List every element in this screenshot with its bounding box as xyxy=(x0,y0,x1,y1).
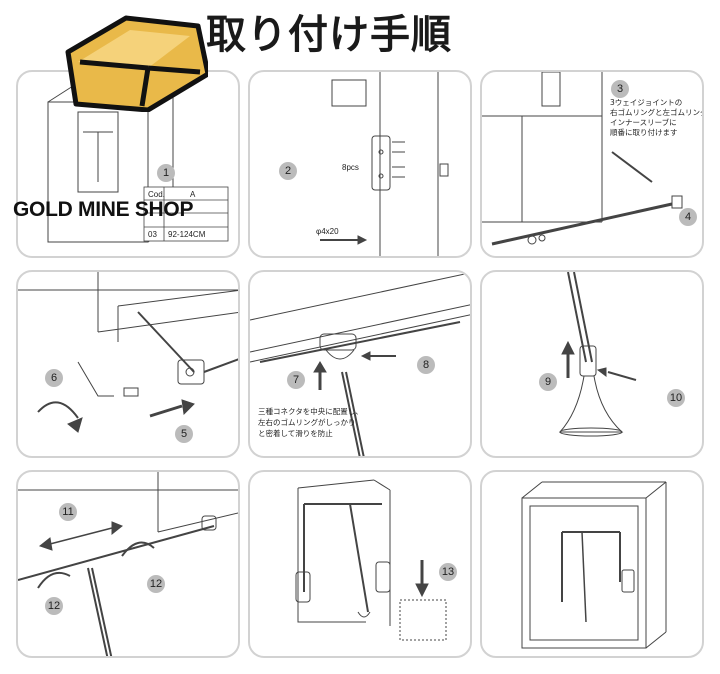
step-4-number: 4 xyxy=(685,211,691,223)
step-2-number: 2 xyxy=(285,165,291,177)
completed-panel xyxy=(480,470,704,658)
step-5-number: 5 xyxy=(181,428,187,440)
spec-row-code: 03 xyxy=(148,230,157,239)
step-9-number: 9 xyxy=(545,376,551,388)
step-3-note-line-3: インナースリーブに xyxy=(610,117,677,127)
step-3-4-panel: 3 4 3ウェイジョイントの 右ゴムリングと左ゴムリングを インナースリーブに … xyxy=(480,70,704,258)
step-11-12-illustration: 11 12 12 xyxy=(18,472,238,656)
step-13-panel: 13 xyxy=(248,470,472,658)
step-5-6-panel: 6 5 xyxy=(16,270,240,458)
spec-header-a: A xyxy=(190,190,196,199)
step-5-6-illustration: 6 5 xyxy=(18,272,238,443)
step-3-4-illustration: 3 4 3ウェイジョイントの 右ゴムリングと左ゴムリングを インナースリーブに … xyxy=(482,72,704,246)
screw-count: 8pcs xyxy=(342,163,359,172)
step-3-note-line-1: 3ウェイジョイントの xyxy=(610,98,682,107)
screw-size: φ4x20 xyxy=(316,227,339,236)
step-2-panel: 2 8pcs φ4x20 xyxy=(248,70,472,258)
step-11-number: 11 xyxy=(62,506,73,518)
step-7-note-line-1: 三種コネクタを中央に配置し、 xyxy=(258,406,363,416)
brand-logo xyxy=(65,15,208,112)
step-13-illustration: 13 xyxy=(295,479,457,641)
step-7-note-line-2: 左右のゴムリングがしっかり xyxy=(258,417,356,427)
completed-illustration xyxy=(521,481,667,649)
step-12-number-left: 12 xyxy=(48,600,60,612)
brand-name: GOLD MINE SHOP xyxy=(13,198,194,221)
step-3-number: 3 xyxy=(617,83,623,95)
step-3-note-line-2: 右ゴムリングと左ゴムリングを xyxy=(610,107,704,117)
step-7-note-line-3: と密着して滑りを防止 xyxy=(258,428,333,438)
page-title: 取り付け手順 xyxy=(206,12,452,58)
step-2-illustration: 2 8pcs φ4x20 xyxy=(279,72,449,256)
step-9-10-panel: 9 10 xyxy=(480,270,704,458)
step-12-number-right: 12 xyxy=(150,578,162,590)
step-13-number: 13 xyxy=(442,566,454,578)
step-9-10-illustration: 9 10 xyxy=(539,272,685,437)
step-6-number: 6 xyxy=(51,372,57,384)
step-7-number: 7 xyxy=(293,374,299,386)
step-10-number: 10 xyxy=(670,392,682,404)
step-3-note-line-4: 順番に取り付けます xyxy=(610,127,678,137)
step-8-number: 8 xyxy=(423,359,429,371)
step-1-number: 1 xyxy=(163,167,169,179)
step-11-12-panel: 11 12 12 xyxy=(16,470,240,658)
step-7-8-illustration: 8 7 三種コネクタを中央に配置し、 左右のゴムリングがしっかり と密着して滑り… xyxy=(250,272,470,456)
spec-header-code: Cod. xyxy=(148,190,165,199)
spec-row-range: 92-124CM xyxy=(168,230,206,239)
step-7-8-panel: 8 7 三種コネクタを中央に配置し、 左右のゴムリングがしっかり と密着して滑り… xyxy=(248,270,472,458)
